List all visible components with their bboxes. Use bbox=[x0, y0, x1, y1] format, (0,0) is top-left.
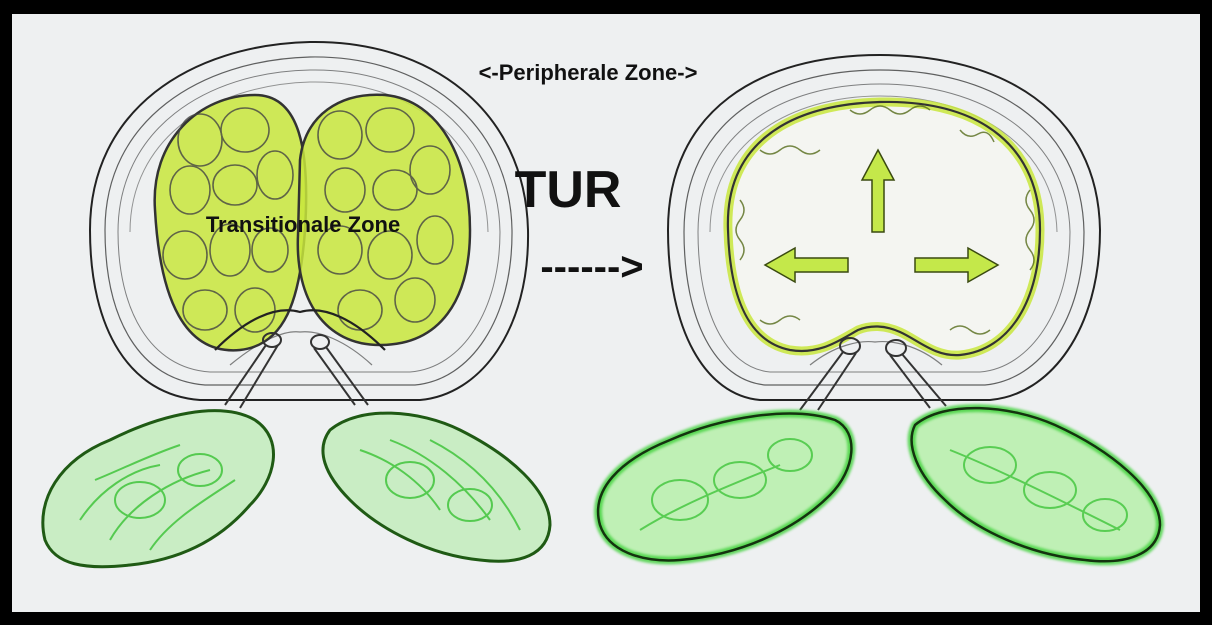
tur-label: TUR bbox=[515, 161, 622, 219]
seminal-vesicle-left-1 bbox=[43, 411, 274, 567]
drawing-paper: <-Peripherale Zone-> Transitionale Zone … bbox=[12, 14, 1200, 612]
transition-arrow: ------> bbox=[540, 245, 643, 289]
prostate-before-tur bbox=[43, 42, 550, 567]
peripheral-zone-label: <-Peripherale Zone-> bbox=[479, 60, 698, 85]
prostate-diagram: <-Peripherale Zone-> Transitionale Zone … bbox=[12, 14, 1200, 612]
seminal-vesicle-right-1 bbox=[598, 414, 851, 561]
prostate-after-tur bbox=[598, 55, 1160, 561]
seminal-vesicle-left-2 bbox=[323, 413, 550, 561]
seminal-vesicle-right-2 bbox=[912, 408, 1160, 561]
transitional-zone-label: Transitionale Zone bbox=[206, 212, 400, 237]
